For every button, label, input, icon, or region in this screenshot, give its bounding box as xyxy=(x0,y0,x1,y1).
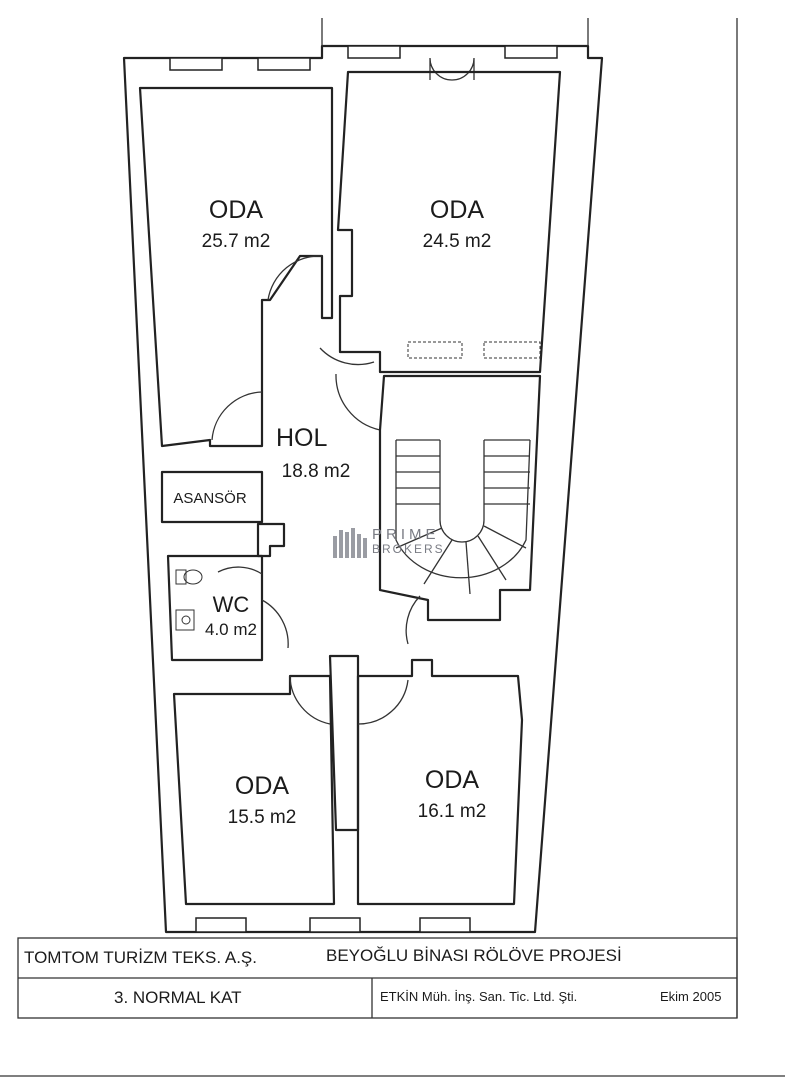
room-area: 24.5 m2 xyxy=(422,231,492,252)
room-oda-top-left: ODA 25.7 m2 xyxy=(196,196,276,253)
floor-name: 3. NORMAL KAT xyxy=(114,988,242,1007)
watermark-line2: BROKERS xyxy=(372,542,445,556)
door-arc xyxy=(267,255,323,301)
closet xyxy=(407,341,463,359)
project-name: BEYOĞLU BİNASI RÖLÖVE PROJESİ xyxy=(326,946,622,965)
room-name: ODA xyxy=(234,772,290,800)
window xyxy=(347,45,401,59)
toilet xyxy=(175,569,203,585)
door-arc xyxy=(211,391,263,441)
partition xyxy=(256,522,286,558)
room-name: HOL xyxy=(276,424,328,452)
room-name: ODA xyxy=(424,766,480,794)
room-oda-bottom-right-wall xyxy=(356,658,524,906)
stair-wall xyxy=(378,374,542,622)
room-asansor: ASANSÖR xyxy=(173,490,247,507)
room-area: 4.0 m2 xyxy=(205,620,257,639)
elevator-shaft xyxy=(160,470,264,524)
room-name: ODA xyxy=(429,196,485,224)
room-oda-top-left-wall xyxy=(138,86,334,448)
room-name: WC xyxy=(212,592,250,617)
room-area: 16.1 m2 xyxy=(417,801,487,822)
watermark-logo xyxy=(333,528,367,558)
window xyxy=(169,57,223,71)
balcony-door xyxy=(429,57,475,81)
window xyxy=(504,45,558,59)
room-oda-top-right: ODA 24.5 m2 xyxy=(414,196,500,253)
room-oda-bottom-left-wall xyxy=(172,674,336,906)
room-name: ODA xyxy=(208,196,264,224)
closet xyxy=(483,341,541,359)
window xyxy=(309,917,361,933)
room-oda-bottom-left: ODA 15.5 m2 xyxy=(222,772,302,829)
door-arc xyxy=(405,595,421,645)
room-hol: HOL 18.8 m2 xyxy=(276,424,356,483)
watermark-line1: PRIME xyxy=(372,526,440,543)
room-oda-top-right-wall xyxy=(336,70,562,374)
room-area: 18.8 m2 xyxy=(281,461,351,482)
partition xyxy=(328,654,360,832)
door-arc xyxy=(261,599,289,649)
door-arc xyxy=(357,679,409,725)
company-name: TOMTOM TURİZM TEKS. A.Ş. xyxy=(24,948,257,967)
sink xyxy=(175,609,195,631)
room-area: 25.7 m2 xyxy=(201,231,271,252)
door-arc xyxy=(319,347,375,366)
wc-wall xyxy=(166,554,264,662)
date: Ekim 2005 xyxy=(660,989,722,1004)
staircase xyxy=(395,439,531,595)
room-oda-bottom-right: ODA 16.1 m2 xyxy=(412,766,492,823)
room-area: 15.5 m2 xyxy=(227,807,297,828)
building-outer-wall xyxy=(122,44,604,934)
door-arc xyxy=(289,675,331,725)
window xyxy=(257,57,311,71)
title-block xyxy=(17,937,738,1019)
room-wc: WC 4.0 m2 xyxy=(196,592,266,640)
door-arc xyxy=(335,373,381,431)
door-arc xyxy=(217,566,263,575)
window xyxy=(195,917,247,933)
window xyxy=(419,917,471,933)
drafter-name: ETKİN Müh. İnş. San. Tic. Ltd. Şti. xyxy=(380,989,578,1004)
